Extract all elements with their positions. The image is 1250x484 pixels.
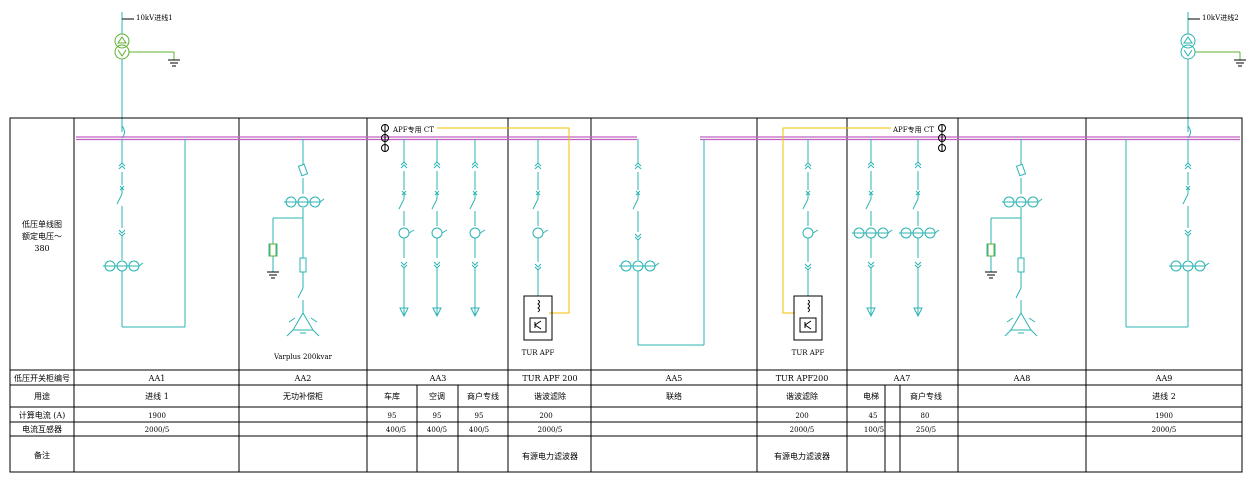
apf-box-label-left: TUR APF xyxy=(522,349,555,357)
aa2-capacitor-circuit xyxy=(267,139,325,337)
ct-apf-left: 2000/5 xyxy=(538,426,563,434)
apf-box-label-right: TUR APF xyxy=(792,349,825,357)
usage-aa7-2: 商户专线 xyxy=(910,391,942,401)
current-aa7-2: 80 xyxy=(921,412,930,420)
cabinet-id-aa7: AA7 xyxy=(893,374,911,383)
usage-aa5: 联络 xyxy=(666,391,682,401)
apf-ct-left-icon xyxy=(381,124,389,152)
current-aa3-2: 95 xyxy=(433,412,442,420)
aa2-fuse-icon xyxy=(269,243,277,257)
remark-apf-left: 有源电力滤波器 xyxy=(522,451,578,461)
ct-aa3-3: 400/5 xyxy=(469,426,489,434)
cabinet-id-apf-right: TUR APF200 xyxy=(776,374,829,383)
apf-ct-right-icon xyxy=(938,124,946,152)
ct-aa7-1: 100/5 xyxy=(864,426,884,434)
ct-aa1: 2000/5 xyxy=(145,426,170,434)
cabinet-id-aa3: AA3 xyxy=(429,374,447,383)
ct-aa3-2: 400/5 xyxy=(427,426,447,434)
aa1-incomer-circuit xyxy=(103,139,186,328)
ct-aa3-1: 400/5 xyxy=(386,426,406,434)
diagram-title-line-2: 额定电压～ xyxy=(22,231,62,241)
ct-aa9: 2000/5 xyxy=(1152,426,1177,434)
ct-apf-right: 2000/5 xyxy=(790,426,815,434)
transformer-1-primary-icon xyxy=(114,33,130,49)
incoming-feeder-1 xyxy=(114,12,180,139)
aa3-feeder-2 xyxy=(431,139,448,318)
apf-ct-link-left xyxy=(437,127,570,314)
ct-aa7-2: 250/5 xyxy=(916,426,936,434)
row-header-ct: 电流互感器 xyxy=(22,424,62,434)
cabinet-id-aa5: AA5 xyxy=(665,374,683,383)
aa3-feeder-3 xyxy=(469,139,486,318)
aa8-capacitor-circuit xyxy=(985,139,1043,337)
row-header-current: 计算电流 (A) xyxy=(19,410,66,420)
diagram-title-line-3: 380 xyxy=(34,244,49,253)
aa3-feeder-1 xyxy=(398,139,415,318)
current-aa1: 1900 xyxy=(148,412,166,420)
usage-aa2: 无功补偿柜 xyxy=(283,391,323,401)
aa8-fuse-icon xyxy=(987,243,995,257)
current-apf-left: 200 xyxy=(539,412,552,420)
usage-aa9: 进线 2 xyxy=(1152,391,1176,401)
usage-aa3-1: 车库 xyxy=(384,391,400,401)
lv-busbar xyxy=(76,136,1240,141)
usage-aa3-3: 商户专线 xyxy=(467,391,499,401)
diagram-title: 低压单线图 额定电压～ 380 xyxy=(22,219,62,253)
apf-right-circuit xyxy=(793,139,823,341)
apf-ct-link-right xyxy=(782,127,891,314)
usage-aa3-2: 空调 xyxy=(429,391,445,401)
incoming-2-label: 10kV进线2 xyxy=(1202,13,1239,22)
remark-apf-right: 有源电力滤波器 xyxy=(774,451,830,461)
diagram-title-line-1: 低压单线图 xyxy=(22,219,62,229)
aa7-feeder-1 xyxy=(852,139,893,318)
cabinet-id-apf-left: TUR APF 200 xyxy=(522,374,577,383)
usage-apf-right: 谐波滤除 xyxy=(786,391,818,401)
cabinet-id-aa2: AA2 xyxy=(294,374,312,383)
aa5-tie-circuit xyxy=(619,139,705,346)
aa9-incomer-circuit xyxy=(1125,139,1210,328)
current-aa9: 1900 xyxy=(1155,412,1173,420)
cabinet-table-grid xyxy=(9,117,1243,473)
cabinet-id-aa8: AA8 xyxy=(1013,374,1031,383)
transformer-2-primary-icon xyxy=(1180,33,1196,49)
current-aa3-1: 95 xyxy=(388,412,397,420)
apf-ct-label-left: APF专用 CT xyxy=(392,125,434,134)
incoming-1-label: 10kV进线1 xyxy=(136,13,173,22)
capacitor-label-aa2: Varplus 200kvar xyxy=(273,353,333,361)
cabinet-id-aa1: AA1 xyxy=(148,374,166,383)
cabinet-id-aa9: AA9 xyxy=(1155,374,1173,383)
aa7-feeder-2 xyxy=(899,139,940,318)
current-apf-right: 200 xyxy=(795,412,808,420)
row-header-cabinet-id: 低压开关柜编号 xyxy=(14,373,70,383)
usage-apf-left: 谐波滤除 xyxy=(534,391,566,401)
usage-aa7-1: 电梯 xyxy=(863,391,879,401)
current-aa3-3: 95 xyxy=(475,412,484,420)
apf-ct-label-right: APF专用 CT xyxy=(892,125,934,134)
current-aa7-1: 45 xyxy=(869,412,878,420)
usage-aa1: 进线 1 xyxy=(145,391,169,401)
row-header-usage: 用途 xyxy=(34,391,50,401)
ground-1-icon xyxy=(168,59,180,67)
apf-left-circuit xyxy=(523,139,553,341)
incoming-feeder-2 xyxy=(1180,12,1246,139)
ground-2-icon xyxy=(1234,59,1246,67)
feeder-circuits xyxy=(103,139,1210,346)
row-header-remarks: 备注 xyxy=(34,450,50,460)
